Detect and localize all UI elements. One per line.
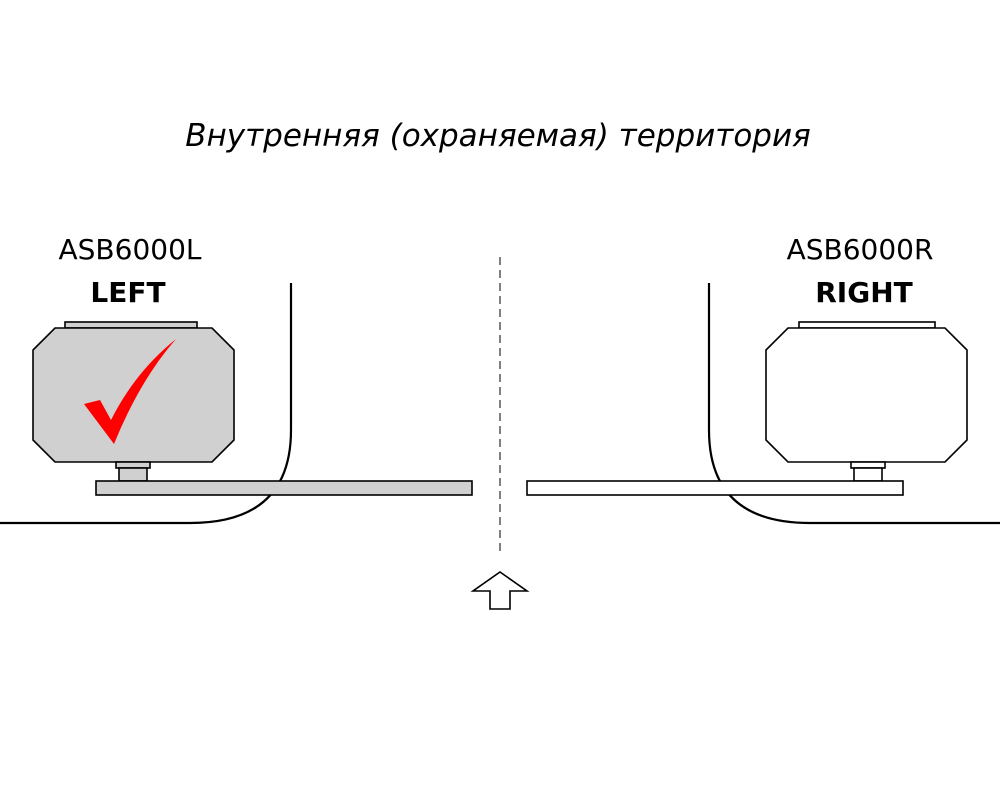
left-wall-curve	[0, 283, 293, 525]
left-gate-leaf[interactable]	[95, 480, 473, 496]
left-housing-cap	[64, 321, 198, 329]
right-gate-leaf[interactable]	[526, 480, 904, 496]
diagram-title: Внутренняя (охраняемая) территория	[185, 118, 811, 154]
up-arrow-icon	[470, 571, 530, 610]
left-unit-group: ASB6000L LEFT	[0, 233, 473, 525]
right-mount-post	[850, 461, 886, 469]
right-barrier-housing[interactable]	[765, 327, 968, 463]
right-unit-group: ASB6000R RIGHT	[526, 233, 1000, 525]
left-side-label: LEFT	[90, 276, 165, 309]
right-mount-base	[853, 467, 883, 482]
left-mount-post	[115, 461, 151, 469]
right-wall-curve	[707, 283, 1000, 525]
right-housing-cap	[798, 321, 936, 329]
right-side-label: RIGHT	[815, 276, 913, 309]
left-model-label: ASB6000L	[59, 233, 202, 266]
right-model-label: ASB6000R	[787, 233, 934, 266]
checkmark-icon	[84, 339, 176, 444]
left-mount-base	[118, 467, 148, 482]
